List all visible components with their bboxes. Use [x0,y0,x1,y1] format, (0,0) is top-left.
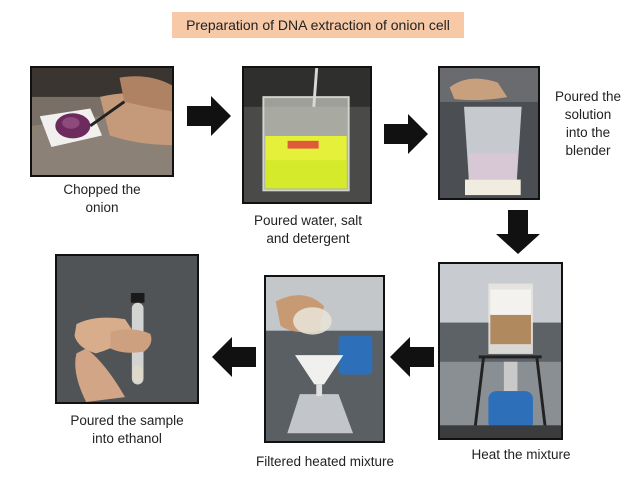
caption-line: onion [85,200,119,215]
test-tube-photo [55,254,199,404]
caption-line: solution [564,107,612,122]
step-2-caption: Poured water, salt and detergent [238,212,378,248]
caption-line: blender [565,143,611,158]
left-arrow [212,337,256,377]
caption-line: into ethanol [92,431,162,446]
diagram-title: Preparation of DNA extraction of onion c… [172,12,464,38]
right-arrow [187,96,231,136]
caption-line: Filtered heated mixture [255,454,395,469]
step-5-caption: Filtered heated mixture [240,453,410,471]
caption-line: Poured the sample [70,413,184,428]
heating-photo [438,262,563,440]
step-6-caption: Poured the sample into ethanol [50,412,204,448]
filtering-photo [264,275,385,443]
step-1-caption: Chopped the onion [42,181,162,217]
caption-line: Chopped the [63,182,141,197]
caption-line: and detergent [266,231,350,246]
chopping-onion-photo [30,66,174,177]
caption-line: Poured the [554,89,622,104]
caption-line: into the [565,125,611,140]
right-arrow [384,114,428,154]
down-arrow [496,210,540,254]
blender-photo [438,66,540,200]
left-arrow [390,337,434,377]
beaker-photo [242,66,372,204]
step-3-caption: Poured the solution into the blender [546,88,630,160]
step-4-caption: Heat the mixture [448,446,594,464]
caption-line: Heat the mixture [471,447,571,462]
caption-line: Poured water, salt [253,213,363,228]
